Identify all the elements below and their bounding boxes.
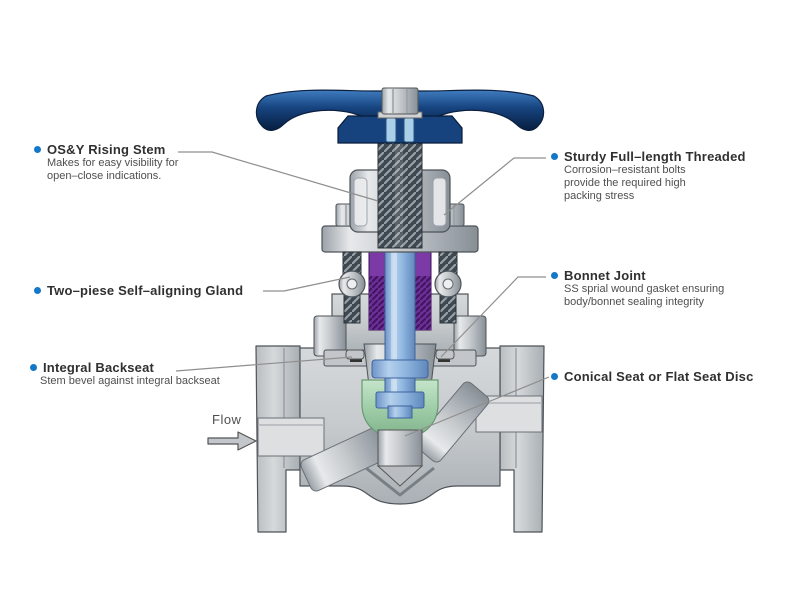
callout-integral-backseat: Integral Backseat Stem bevel against int… (30, 360, 220, 388)
callout-title: Bonnet Joint (564, 268, 646, 283)
leader-conical-seat (404, 376, 550, 437)
bullet-icon (551, 373, 558, 380)
stem-and-packing (368, 245, 432, 419)
callout-description-line: packing stress (564, 190, 635, 202)
callout-description-line: Makes for easy visibility for (47, 157, 179, 169)
callout-osy-rising-stem: OS&Y Rising Stem Makes for easy visibili… (34, 142, 178, 183)
stem-tip (387, 405, 413, 419)
disc-cone-tip (376, 465, 424, 487)
gland-eye-hole (346, 278, 358, 290)
threaded-stem (377, 135, 423, 249)
bullet-icon (34, 287, 41, 294)
bullet-icon (30, 364, 37, 371)
bolt-thread-lower (343, 294, 361, 324)
callout-description-line: body/bonnet sealing integrity (564, 296, 705, 308)
handwheel-nut (381, 87, 419, 115)
leader-gland (263, 276, 351, 292)
handwheel (255, 87, 545, 144)
flow-passage-right (414, 381, 490, 463)
callout-description-line: Corrosion–resistant bolts (564, 164, 686, 176)
seat-v-groove (365, 466, 435, 497)
yoke-pillar-left (353, 177, 368, 227)
disc-cone-body (377, 429, 423, 467)
leader-lines (175, 151, 550, 437)
callout-description-line: Stem bevel against integral backseat (40, 375, 220, 387)
packing-left-texture (369, 276, 385, 330)
callout-title: Integral Backseat (43, 360, 155, 375)
leader-sturdy-threaded (443, 157, 546, 216)
bullet-icon (551, 272, 558, 279)
callout-self-aligning-gland: Two–piese Self–aligning Gland (34, 283, 243, 298)
callout-title: Conical Seat or Flat Seat Disc (564, 369, 754, 384)
yoke-pillar-right (432, 177, 447, 227)
stem-nut-window-left (385, 117, 397, 143)
leader-bonnet-joint (440, 276, 546, 358)
stem-collar-upper (371, 359, 429, 379)
gland-eye-hole (442, 278, 454, 290)
callout-bonnet-joint: Bonnet Joint SS sprial wound gasket ensu… (551, 268, 724, 309)
callout-description-line: open–close indications. (47, 170, 162, 182)
flow-label: Flow (212, 412, 242, 427)
stem-nut-window-right (403, 117, 415, 143)
bolt-thread-lower (439, 294, 457, 324)
threaded-stem-highlight (395, 137, 403, 247)
handwheel-hub (337, 115, 463, 144)
callout-sturdy-threaded: Sturdy Full–length Threaded Corrosion–re… (551, 149, 746, 203)
bullet-icon (551, 153, 558, 160)
valve-body (255, 345, 545, 533)
pipe-bore-left (257, 417, 325, 457)
neck-tab-right (435, 349, 455, 360)
packing-right-texture (415, 276, 431, 330)
leader-osy-rising-stem (178, 151, 379, 202)
callout-title: Two–piese Self–aligning Gland (47, 283, 244, 298)
body-flange-right (499, 345, 545, 533)
leader-integral-backseat (175, 356, 353, 372)
callout-description-line: provide the required high (564, 177, 686, 189)
flow-arrow-icon (207, 431, 257, 451)
callout-conical-seat-disc: Conical Seat or Flat Seat Disc (551, 369, 754, 384)
callout-title: OS&Y Rising Stem (47, 142, 166, 157)
callout-title: Sturdy Full–length Threaded (564, 149, 746, 164)
stem-highlight (391, 247, 397, 395)
callout-description-line: SS sprial wound gasket ensuring (564, 283, 725, 295)
bullet-icon (34, 146, 41, 153)
yoke-and-threaded-stem (349, 135, 451, 249)
